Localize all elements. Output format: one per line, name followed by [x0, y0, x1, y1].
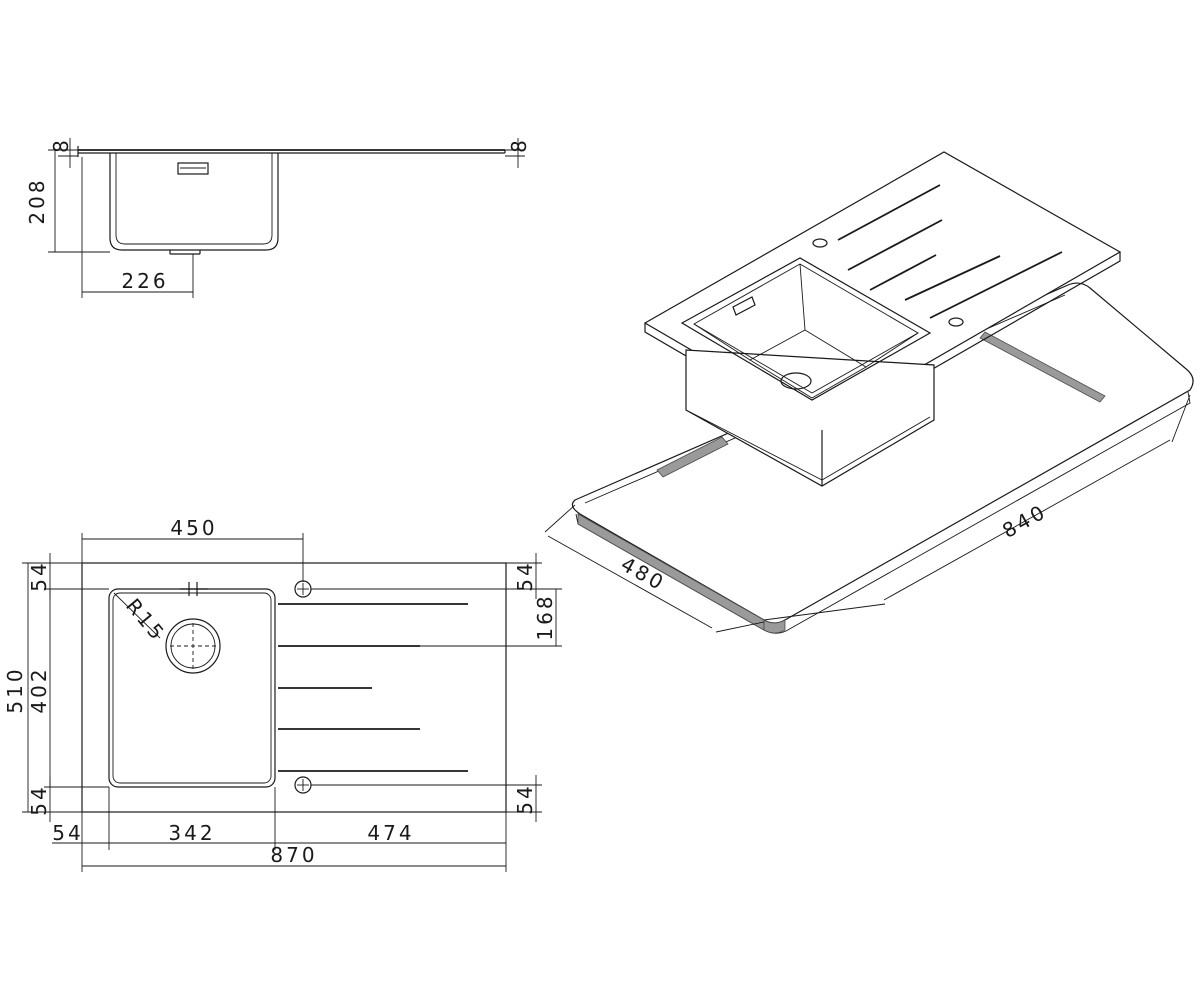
dim-drainer-width: 474	[367, 821, 414, 845]
dim-margin-top-right: 54	[513, 560, 537, 591]
dim-bowl-width: 342	[168, 821, 215, 845]
dim-overall-width: 870	[270, 843, 317, 867]
side-section-view: 8 8 208 226	[25, 137, 531, 298]
dim-margin-bottom-right: 54	[513, 783, 537, 814]
dim-hole-to-groove: 168	[533, 593, 557, 640]
dim-bowl-depth: 402	[27, 666, 51, 713]
dim-side-drain-offset: 226	[121, 269, 168, 293]
dim-corner-radius: R15	[121, 594, 170, 646]
dim-side-depth: 208	[25, 177, 49, 224]
dim-bowl-to-tap-hole: 450	[170, 516, 217, 540]
dim-side-lip-left: 8	[49, 137, 73, 153]
dim-overall-depth: 510	[3, 666, 27, 713]
dim-side-lip-right: 8	[507, 137, 531, 153]
dim-margin-bottom-left: 54	[27, 784, 51, 815]
dim-margin-left: 54	[52, 821, 83, 845]
dim-iso-cabinet-width: 840	[998, 499, 1051, 543]
isometric-view: 840 480	[544, 151, 1194, 634]
top-plan-view: R15 450 54 510 402 5	[3, 516, 562, 872]
dim-margin-top-left: 54	[27, 560, 51, 591]
